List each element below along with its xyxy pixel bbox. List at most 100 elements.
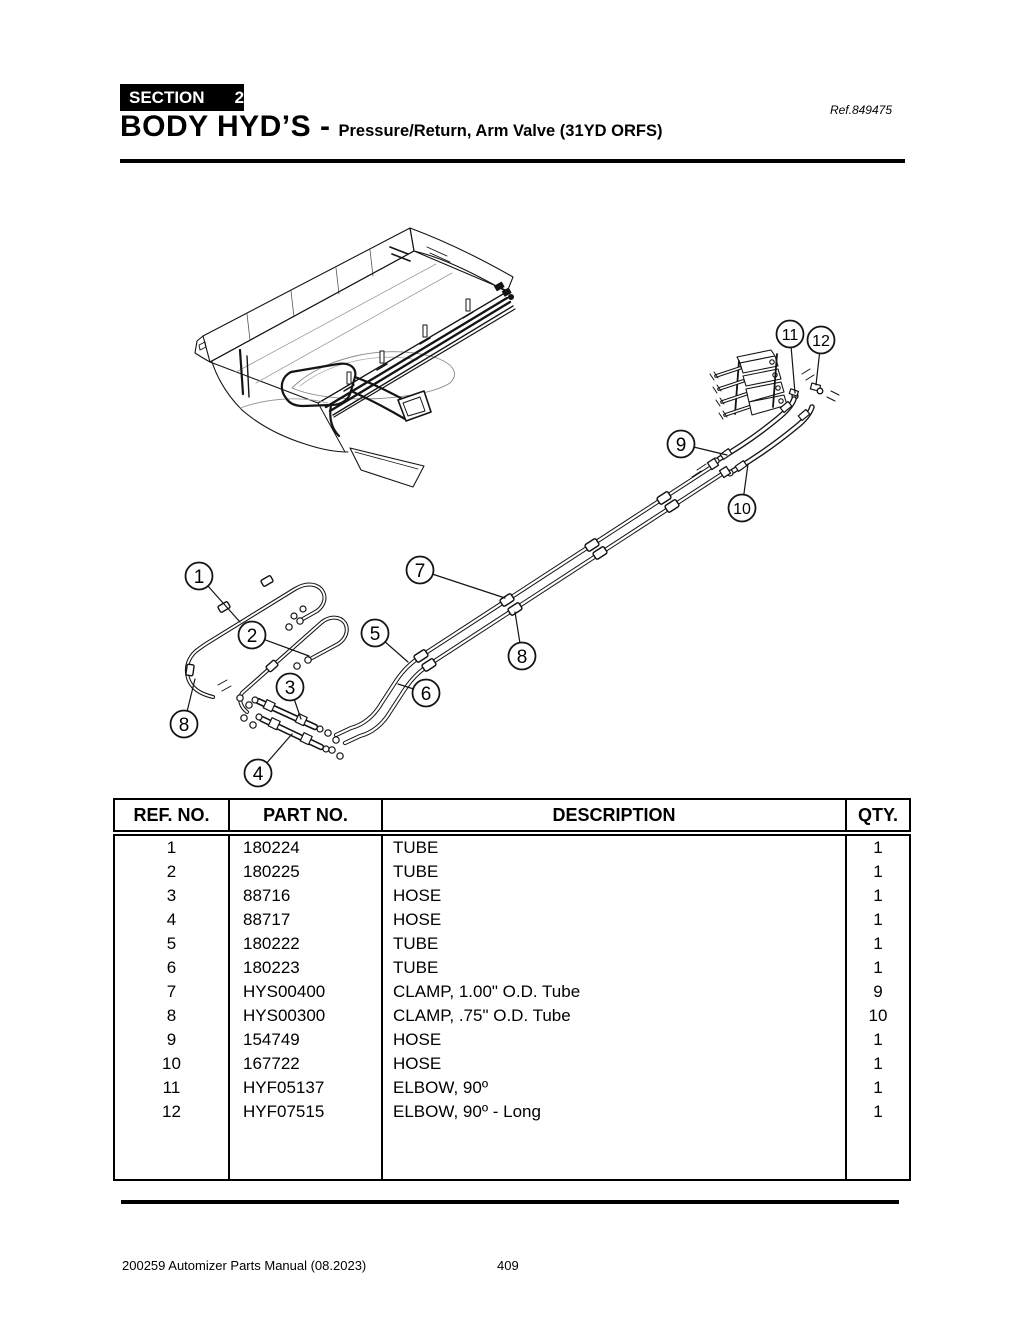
table-cell: HOSE — [381, 1052, 847, 1076]
table-cell: 180225 — [228, 860, 383, 884]
table-cell: 1 — [845, 1028, 911, 1052]
valve-spools — [709, 366, 751, 420]
table-cell-empty — [845, 1124, 911, 1180]
page-subtitle: Pressure/Return, Arm Valve (31YD ORFS) — [338, 122, 663, 140]
table-cell: 5 — [113, 932, 230, 956]
callout-3: 3 — [275, 672, 305, 702]
table-cell-empty — [113, 1124, 230, 1180]
table-cell: 2 — [113, 860, 230, 884]
col-part-no: PART NO. — [228, 798, 383, 836]
tube-clamps — [413, 491, 680, 672]
svg-text:1: 1 — [194, 567, 205, 588]
table-cell: 1 — [845, 1100, 911, 1124]
svg-text:8: 8 — [179, 715, 190, 736]
table-cell: 1 — [845, 860, 911, 884]
callout-4: 4 — [243, 758, 273, 788]
table-cell: 1 — [845, 1076, 911, 1100]
table-cell: CLAMP, 1.00" O.D. Tube — [381, 980, 847, 1004]
table-cell: ELBOW, 90º — [381, 1076, 847, 1100]
svg-text:11: 11 — [782, 327, 799, 344]
table-cell-empty — [381, 1124, 847, 1180]
svg-text:10: 10 — [733, 501, 751, 518]
callout-2: 2 — [237, 620, 267, 650]
callout-8-right: 8 — [507, 641, 537, 671]
table-cell: 10 — [845, 1004, 911, 1028]
footer-manual-name: 200259 Automizer Parts Manual (08.2023) — [122, 1258, 367, 1273]
col-description: DESCRIPTION — [381, 798, 847, 836]
table-cell: 180222 — [228, 932, 383, 956]
header-rule — [120, 159, 905, 163]
table-cell: 9 — [845, 980, 911, 1004]
table-cell: 11 — [113, 1076, 230, 1100]
table-cell: 1 — [845, 932, 911, 956]
table-cell: 180223 — [228, 956, 383, 980]
table-cell: CLAMP, .75" O.D. Tube — [381, 1004, 847, 1028]
table-cell: HYF07515 — [228, 1100, 383, 1124]
table-cell: 1 — [845, 884, 911, 908]
svg-text:8: 8 — [517, 647, 528, 668]
table-cell: 88716 — [228, 884, 383, 908]
footer-rule — [121, 1200, 899, 1204]
callout-11: 11 — [775, 319, 805, 349]
elbow-fittings — [788, 368, 840, 402]
table-cell: 1 — [845, 833, 911, 860]
table-cell: TUBE — [381, 932, 847, 956]
table-cell: 88717 — [228, 908, 383, 932]
callout-10: 10 — [727, 493, 757, 523]
section-number: 2 — [234, 87, 245, 107]
table-cell: TUBE — [381, 833, 847, 860]
table-cell: ELBOW, 90º - Long — [381, 1100, 847, 1124]
hose-3-4-assembly — [217, 679, 344, 760]
table-cell: 180224 — [228, 833, 383, 860]
callout-9: 9 — [666, 429, 696, 459]
table-filler-row — [113, 1124, 911, 1180]
section-header: SECTION 2 — [120, 84, 244, 111]
table-cell: 1 — [845, 956, 911, 980]
rail-brackets — [343, 298, 474, 392]
svg-text:5: 5 — [370, 624, 381, 645]
callout-6: 6 — [411, 678, 441, 708]
svg-text:6: 6 — [421, 684, 432, 705]
col-ref-no: REF. NO. — [113, 798, 230, 836]
callout-12: 12 — [806, 325, 836, 355]
table-cell: HYF05137 — [228, 1076, 383, 1100]
callout-1: 1 — [184, 561, 214, 591]
table-cell: 1 — [845, 1052, 911, 1076]
svg-text:12: 12 — [812, 333, 830, 350]
section-label: SECTION — [129, 87, 205, 107]
svg-text:7: 7 — [415, 561, 426, 582]
table-cell-empty — [228, 1124, 383, 1180]
svg-text:4: 4 — [253, 764, 264, 785]
page-title-row: BODY HYD’S - Pressure/Return, Arm Valve … — [120, 103, 904, 150]
table-cell: HOSE — [381, 884, 847, 908]
svg-text:2: 2 — [247, 626, 258, 647]
callout-8-left: 8 — [169, 709, 199, 739]
table-cell: 1 — [113, 833, 230, 860]
tube-1 — [184, 575, 327, 699]
table-cell: TUBE — [381, 956, 847, 980]
tube-2 — [238, 605, 349, 714]
table-cell: HYS00300 — [228, 1004, 383, 1028]
callout-bubbles: 1 2 3 4 5 6 7 8 8 9 10 11 12 — [169, 319, 836, 788]
table-cell: 10 — [113, 1052, 230, 1076]
table-cell: 1 — [845, 908, 911, 932]
col-qty: QTY. — [845, 798, 911, 836]
table-cell: TUBE — [381, 860, 847, 884]
parts-diagram: 1 2 3 4 5 6 7 8 8 9 10 11 12 — [169, 227, 840, 788]
hose-10 — [726, 404, 815, 477]
footer-page-number: 409 — [497, 1258, 519, 1273]
arm-valve-assembly — [709, 349, 788, 420]
long-tubes — [333, 457, 732, 746]
